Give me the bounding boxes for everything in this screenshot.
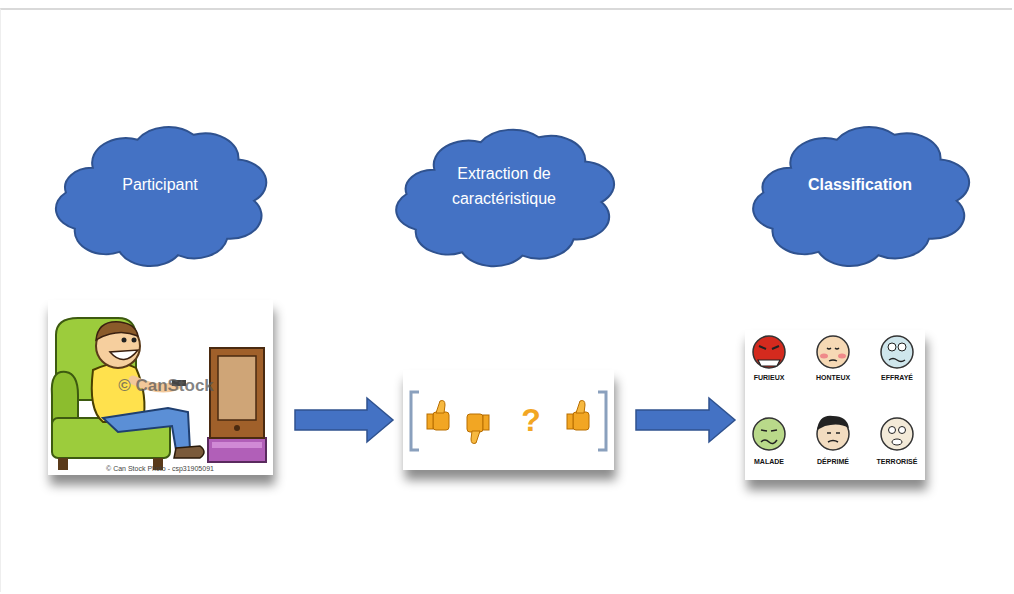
emotion-label: TERRORISÉ	[877, 458, 918, 465]
emotion-label: HONTEUX	[816, 374, 850, 381]
stage-title: Extraction de caractéristique	[442, 162, 567, 212]
stage-cloud: Extraction de caractéristique	[388, 113, 620, 275]
block-arrow	[295, 398, 393, 442]
emotion-label: DÉPRIMÉ	[817, 458, 849, 465]
stage-cloud: Participant	[48, 110, 272, 275]
feature-vector-illustration	[403, 370, 614, 470]
block-arrow	[636, 398, 735, 442]
emotion-label: MALADE	[754, 458, 784, 465]
emotion-label: FURIEUX	[754, 374, 785, 381]
emotion-panel: FURIEUX HONTEUX EFFRAYÉ MALADE DÉPRIMÉ TERROR…	[745, 330, 925, 480]
copyright-note: © Can Stock Photo - csp31905091	[106, 465, 214, 472]
stage-title: Classification	[808, 173, 912, 198]
feature-panel: ?	[403, 370, 614, 470]
watermark: © CanStock	[118, 376, 214, 396]
stage-cloud: Classification	[745, 110, 975, 275]
stage-title: Participant	[122, 173, 198, 198]
participant-panel: © CanStock © Can Stock Photo - csp3190509…	[48, 300, 273, 475]
unknown-feature: ?	[521, 402, 541, 439]
emotion-label: EFFRAYÉ	[881, 374, 913, 381]
